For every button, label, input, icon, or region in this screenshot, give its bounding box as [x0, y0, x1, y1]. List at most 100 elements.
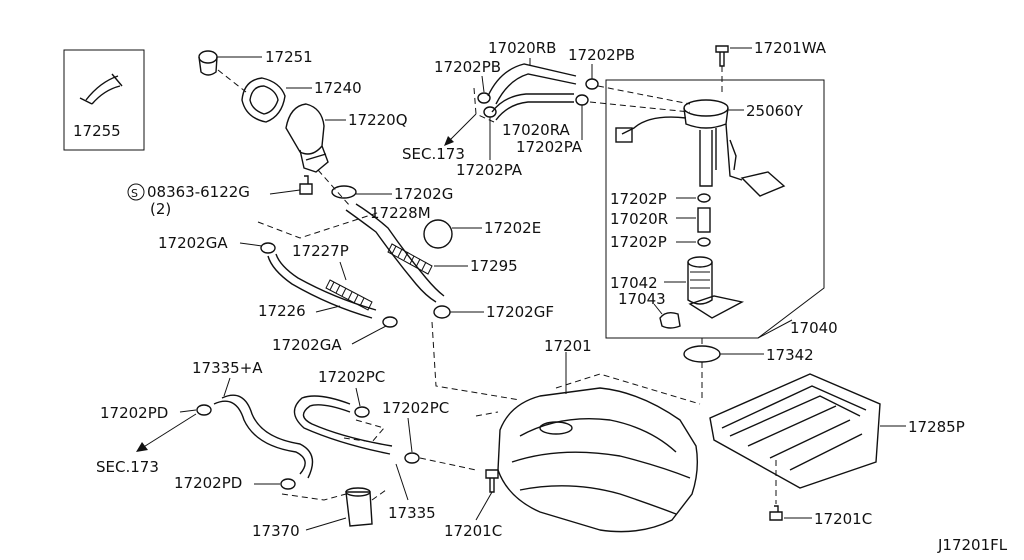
arrow-line-sec173-bot: [141, 413, 197, 449]
dash-filter: [281, 489, 387, 501]
label-08363: 08363-6122G: [147, 183, 250, 201]
dash-pa-pump: [589, 101, 691, 113]
leader-17040: [757, 319, 793, 339]
label-17202pb-right: 17202PB: [568, 46, 635, 64]
clamp-17202ga-top: [260, 242, 276, 254]
bolt-17201c-right: [769, 505, 783, 521]
gasket-17342: [683, 345, 721, 363]
gasket-17240: [241, 77, 286, 123]
label-17227p: 17227P: [292, 242, 349, 260]
label-17040: 17040: [790, 319, 838, 337]
label-17201wa: 17201WA: [754, 39, 827, 57]
clamp-17202ga-bot: [382, 316, 398, 328]
pump-tubes: [699, 123, 743, 187]
label-25060y: 25060Y: [746, 102, 804, 120]
label-17202p-a: 17202P: [610, 190, 667, 208]
bolt-17201wa: [715, 45, 729, 67]
dash-ga-top: [257, 211, 381, 239]
clamp-17202p-b: [697, 237, 711, 247]
label-sec173-bot: SEC.173: [96, 458, 159, 476]
leader-17202pc-top: [355, 387, 361, 407]
pump-flange-body: [683, 107, 729, 129]
leader-17335a: [223, 377, 231, 397]
label-17226: 17226: [258, 302, 306, 320]
label-17202pc-mid: 17202PC: [382, 399, 449, 417]
label-17202pa-right: 17202PA: [516, 138, 583, 156]
label-17295: 17295: [470, 257, 518, 275]
dash-neck-hose: [317, 169, 351, 207]
pump-17042: [687, 256, 713, 268]
screw-symbol-s: S: [131, 187, 138, 200]
clamp-17202pb-left: [477, 92, 491, 104]
float-arm-icon: [740, 171, 786, 197]
label-17201c-left: 17201C: [444, 522, 502, 540]
leader-17202pc-mid: [407, 417, 413, 453]
protector-17295: [387, 243, 433, 275]
protector-17295-ribs: [391, 245, 427, 271]
leader-17202ga-bot: [351, 325, 387, 345]
label-sec173-top: SEC.173: [402, 145, 465, 163]
clamp-17202pd-bot: [280, 478, 296, 490]
dash-tank-left: [475, 411, 499, 417]
hose-17020ra-b: [495, 101, 574, 121]
label-17020rb: 17020RB: [488, 39, 556, 57]
label-17020ra: 17020RA: [502, 121, 571, 139]
label-17202p-b: 17202P: [610, 233, 667, 251]
label-17202ga-top: 17202GA: [158, 234, 228, 252]
leader-17043: [653, 303, 663, 315]
dash-cap-gasket: [217, 69, 247, 93]
label-17285p: 17285P: [908, 418, 965, 436]
bolt-17201c-left: [485, 469, 499, 493]
part-17043: [659, 311, 681, 329]
label-17228m: 17228M: [370, 204, 431, 222]
label-17202g: 17202G: [394, 185, 453, 203]
hose-17335a: [213, 400, 306, 475]
arrow-line-sec173-top: [447, 113, 477, 143]
clamp-17202pa-right: [575, 94, 589, 106]
label-17202ga-bot: 17202GA: [272, 336, 342, 354]
filler-neck-base: [299, 145, 329, 173]
dash-to-tank: [431, 321, 521, 401]
tank-ridge-3: [519, 485, 677, 515]
heat-shield-17285p: [709, 373, 881, 489]
clamp-17202e: [423, 219, 453, 249]
label-17251: 17251: [265, 48, 313, 66]
hose-17020r: [697, 207, 711, 233]
box-17040: [605, 79, 825, 339]
hose-17226-b: [275, 253, 377, 311]
filter-17370-top: [345, 487, 371, 497]
tank-ridge-2: [511, 451, 691, 479]
label-17202pa-left: 17202PA: [456, 161, 523, 179]
leader-08363: [269, 189, 301, 195]
label-17042: 17042: [610, 274, 658, 292]
cap-17251-body: [198, 56, 218, 76]
clamp-17202p-a: [697, 193, 711, 203]
label-17043: 17043: [618, 290, 666, 308]
screw-symbol-icon: [127, 183, 145, 201]
label-17255: 17255: [73, 122, 121, 140]
arrow-sec173-bot-icon: [136, 442, 148, 452]
clamp-17202pa-left: [483, 106, 497, 118]
label-17335a: 17335+A: [192, 359, 263, 377]
filter-17370: [345, 491, 373, 527]
gasket-17240-inner: [249, 85, 279, 115]
inset-box-17255: [63, 49, 145, 151]
protector-17227p-ribs: [329, 281, 365, 307]
label-17202pd-top: 17202PD: [100, 404, 168, 422]
leader-17226: [315, 305, 341, 313]
clamp-17202pc-mid: [404, 452, 420, 464]
diagram-id: J17201FL: [937, 536, 1008, 554]
pump-filter-icon: [688, 295, 745, 319]
label-17201: 17201: [544, 337, 592, 355]
clamp-17202pc-top: [354, 406, 370, 418]
arrow-sec173-top-icon: [444, 136, 454, 146]
dash-pc-loop: [343, 419, 385, 443]
leader-17202pd-top: [179, 409, 197, 413]
label-17335: 17335: [388, 504, 436, 522]
label-17202e: 17202E: [484, 219, 541, 237]
label-17202gf: 17202GF: [486, 303, 554, 321]
label-17202pb-left: 17202PB: [434, 58, 501, 76]
label-17240: 17240: [314, 79, 362, 97]
